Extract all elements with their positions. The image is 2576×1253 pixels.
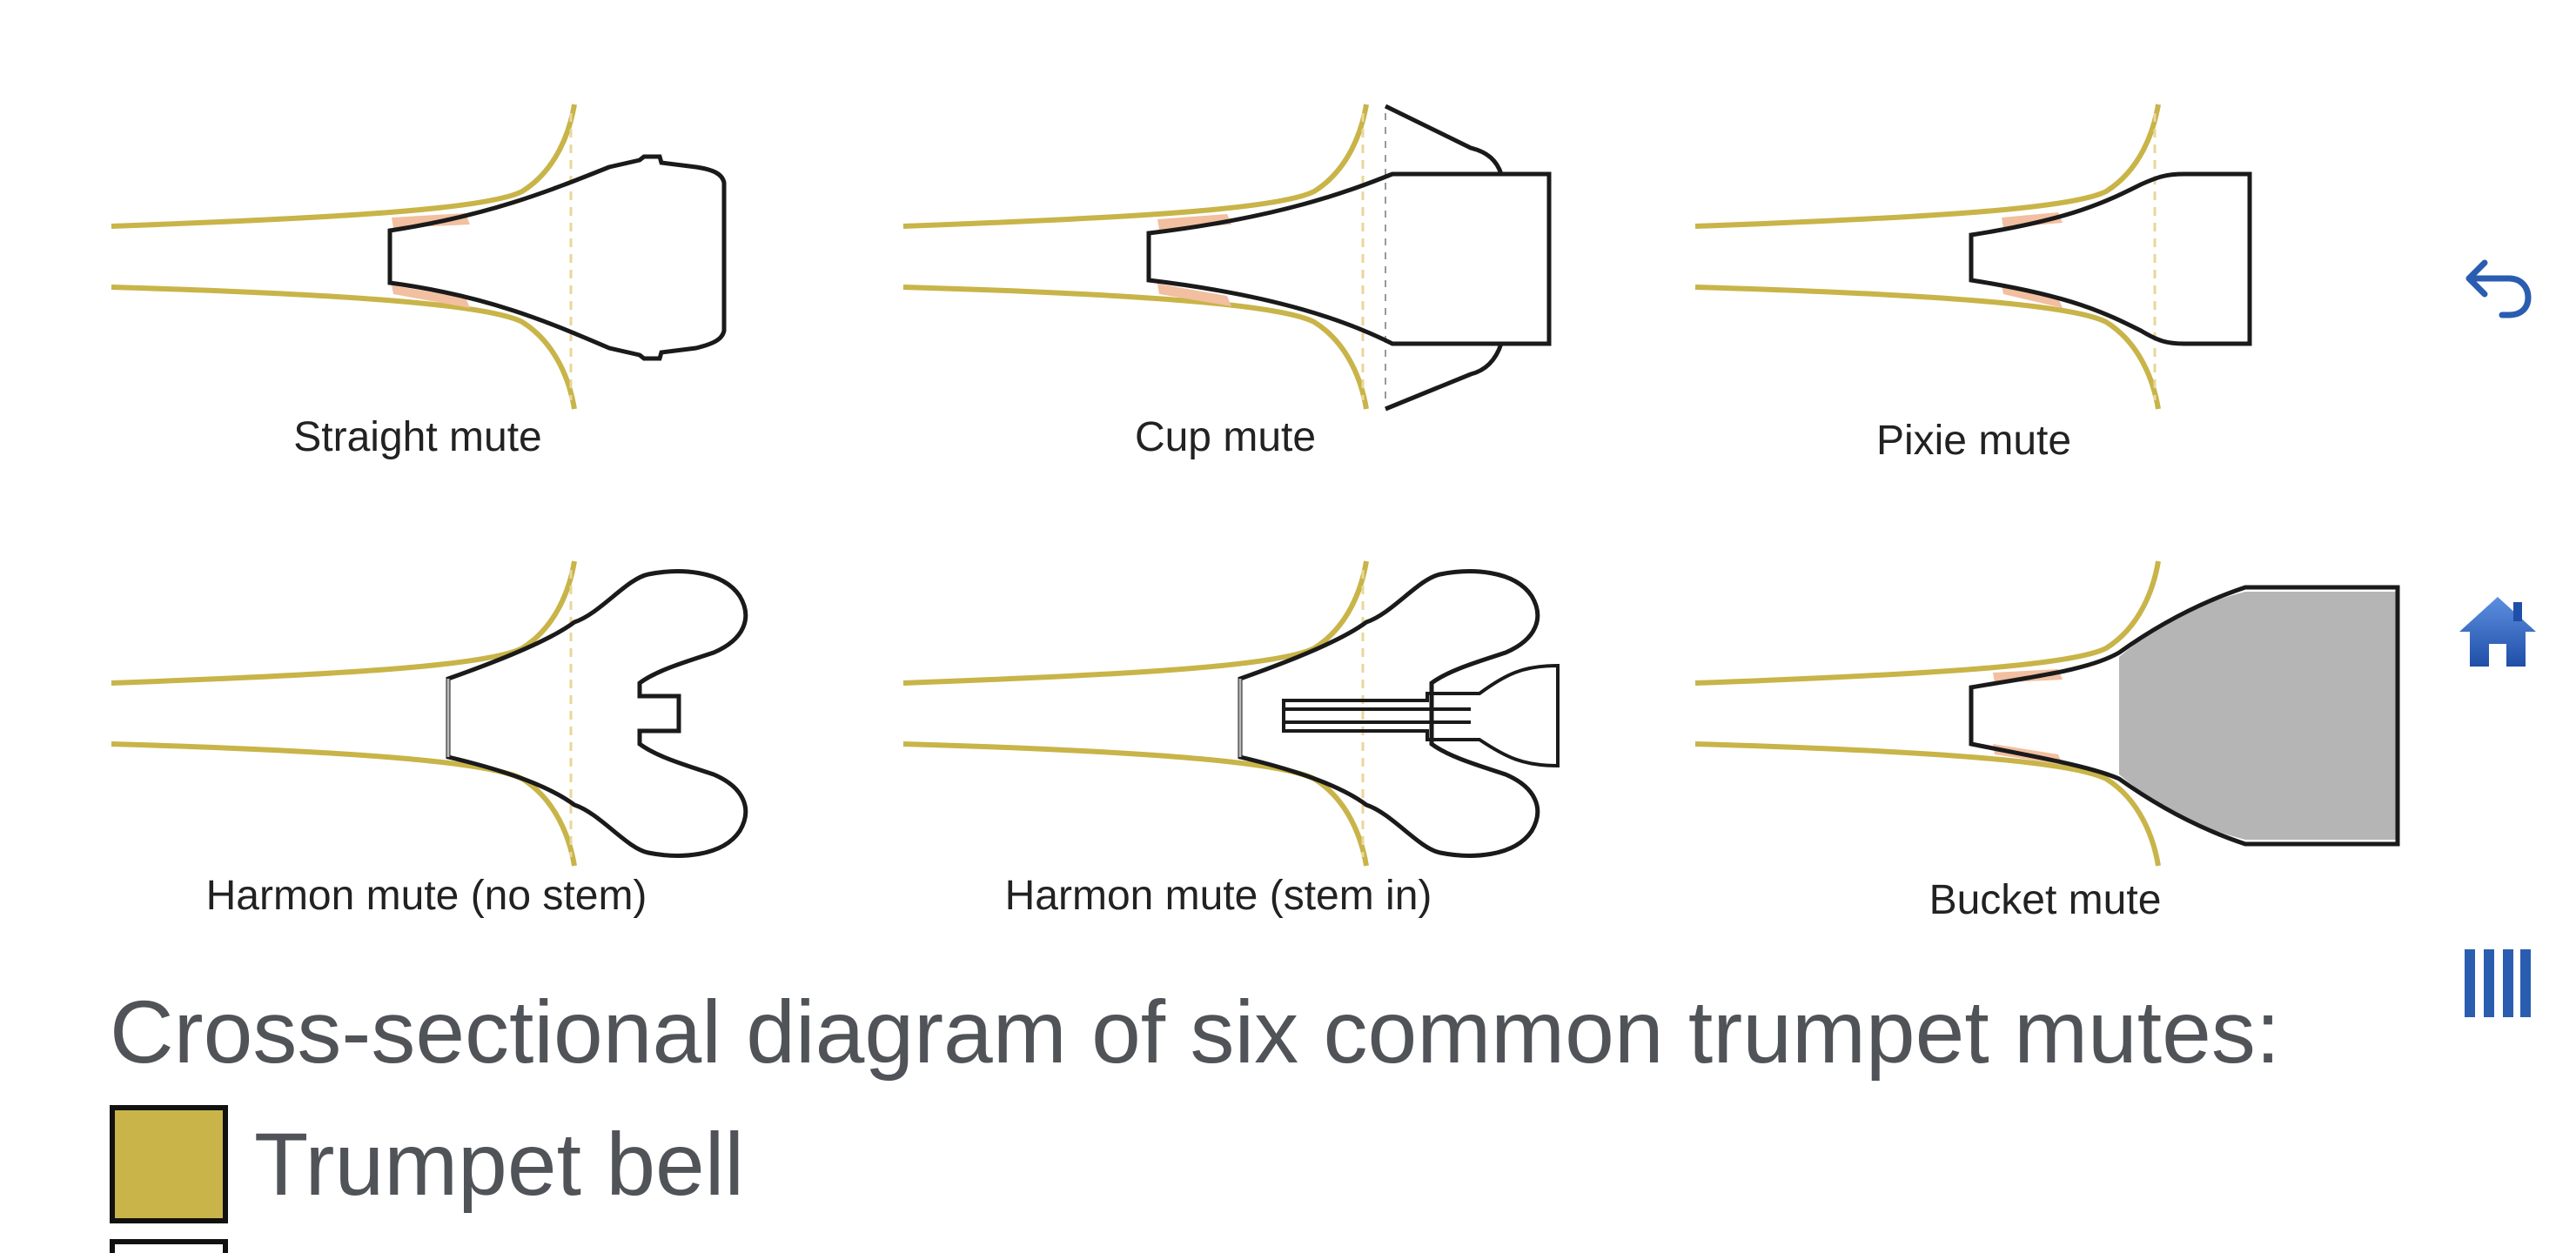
bell-outline-top (111, 104, 577, 229)
cup-mute-diagram: Cup mute (902, 104, 1552, 460)
harmon-no-stem-diagram: Harmon mute (no stem) (111, 560, 748, 919)
diagram-label-straight-mute: Straight mute (293, 414, 541, 460)
bell-outline-bottom (111, 285, 577, 410)
cork-bottom (392, 285, 470, 308)
pixie-mute-shape (1969, 171, 2252, 346)
bell-outline-bottom (1694, 285, 2161, 410)
straight-mute-shape (387, 154, 727, 361)
legend-item-trumpet-bell: Trumpet bell (110, 1103, 744, 1225)
harmon-mute-shape (1238, 569, 1540, 858)
home-button[interactable] (2454, 587, 2541, 674)
bucket-mute-diagram: Bucket mute (1694, 560, 2400, 923)
diagram-label-harmon-stem-in: Harmon mute (stem in) (1005, 873, 1432, 919)
bell-outline-bottom (902, 285, 1369, 410)
cork-top (2002, 212, 2063, 228)
cork-top (392, 213, 470, 228)
bell-outline-top (902, 104, 1369, 229)
undo-icon (2465, 259, 2532, 318)
stem-tube (1282, 663, 1560, 768)
harmon-mute-shape (446, 569, 748, 858)
diagram-label-cup-mute: Cup mute (1135, 414, 1316, 460)
bucket-fill (2119, 592, 2398, 840)
bell-outline-bottom (902, 741, 1369, 867)
bell-outline-top (1694, 104, 2161, 229)
straight-mute-diagram: Straight mute (111, 104, 727, 460)
undo-button[interactable] (2454, 239, 2541, 326)
bell-outline-bottom (111, 741, 577, 867)
cork-bottom (2002, 285, 2063, 308)
cork-bottom (1157, 284, 1231, 306)
menu-bars-icon (2465, 949, 2531, 1017)
diagram-label-harmon-no-stem: Harmon mute (no stem) (206, 873, 647, 919)
legend-label: Trumpet bell (254, 1114, 745, 1214)
harmon-stem-in-diagram: Harmon mute (stem in) (902, 560, 1560, 919)
diagram-label-pixie-mute: Pixie mute (1876, 418, 2071, 464)
legend-swatch (110, 1105, 228, 1223)
cup-shape (1384, 104, 1504, 412)
diagram-label-bucket-mute: Bucket mute (1929, 877, 2162, 923)
home-icon (2459, 597, 2536, 667)
bucket-mute-shape (1969, 585, 2400, 847)
legend-swatch-partial (110, 1239, 228, 1253)
diagram-caption: Cross-sectional diagram of six common tr… (110, 982, 2281, 1082)
cup-mute-shape (1146, 171, 1552, 346)
menu-button[interactable] (2454, 940, 2541, 1027)
pixie-mute-diagram: Pixie mute (1694, 104, 2252, 464)
bell-outline-top (111, 560, 577, 686)
bell-outline-bottom (1694, 741, 2161, 867)
mutes-diagram: Straight mute Cup mute Pixie mute (111, 104, 2400, 923)
bell-outline-top (902, 560, 1369, 686)
bell-outline-top (1694, 560, 2161, 686)
